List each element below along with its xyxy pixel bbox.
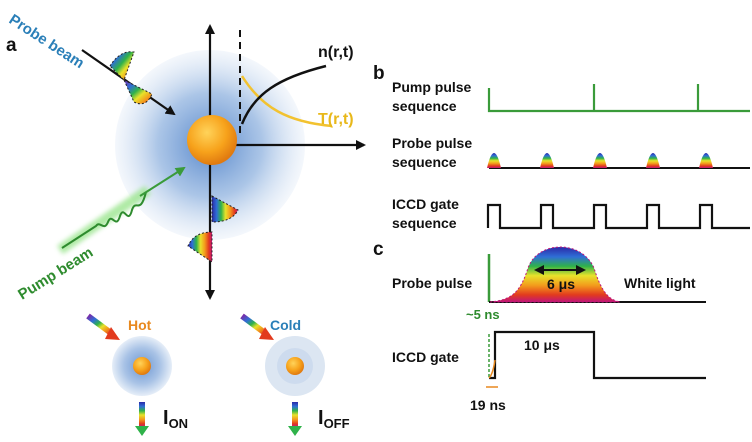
panel-label-c: c (373, 239, 384, 260)
cold-incident-arrow (240, 313, 267, 336)
iccd-seq-label-line1: ICCD gate (392, 196, 459, 212)
cold-incident-arrowhead (259, 327, 274, 340)
hot-incident-arrowhead (105, 327, 120, 340)
probe-packet-lower (122, 78, 153, 105)
probe-pulse-2 (540, 153, 554, 168)
probe-packet-upper (109, 51, 135, 81)
probe-beam-label: Probe beam (6, 11, 87, 72)
white-light-label: White light (624, 275, 696, 291)
probe-seq-label-line2: sequence (392, 154, 457, 170)
iccd-gate-pulse (489, 330, 706, 380)
pump-wave (61, 191, 147, 249)
probe-pulse-3 (593, 153, 607, 168)
delay-19ns-label: 19 ns (470, 397, 506, 413)
cold-label: Cold (270, 317, 301, 333)
probe-pulse-label: Probe pulse (392, 275, 472, 291)
hot-particle (133, 357, 151, 375)
transmitted-packet-left (187, 231, 213, 263)
density-label: n(r,t) (318, 44, 354, 61)
gate-rise-detail (488, 359, 496, 379)
probe-pulse-4 (646, 153, 660, 168)
cold-transmitted-arrowhead (288, 426, 302, 436)
density-curve (240, 64, 327, 125)
hot-transmitted-arrowhead (135, 426, 149, 436)
width-10us-label: 10 μs (524, 337, 560, 353)
panel-label-b: b (373, 63, 385, 84)
temperature-curve (240, 75, 333, 128)
i-off-label: IOFF (318, 407, 350, 431)
delay-5ns-label: ~5 ns (466, 307, 500, 322)
pump-beam-label: Pump beam (15, 244, 96, 303)
hot-label: Hot (128, 317, 152, 333)
white-light-pulse (489, 246, 621, 303)
probe-pulse-1 (487, 153, 501, 168)
cold-transmitted-arrow (292, 402, 298, 427)
i-on-label: ION (163, 407, 188, 431)
hot-incident-arrow (86, 313, 113, 336)
probe-pulse-5 (699, 153, 713, 168)
nanoparticle (187, 115, 237, 165)
pump-pulse-sequence (487, 84, 750, 113)
pump-beam-arrow (139, 166, 186, 197)
iccd-seq-label-line2: sequence (392, 215, 457, 231)
pump-seq-label-line1: Pump pulse (392, 79, 472, 95)
transmitted-packet-right (211, 195, 239, 223)
pump-seq-label-line2: sequence (392, 98, 457, 114)
hot-transmitted-arrow (139, 402, 145, 427)
width-6us-label: 6 μs (547, 276, 575, 292)
temperature-label: T(r,t) (318, 111, 354, 128)
iccd-gate-label: ICCD gate (392, 349, 459, 365)
cold-particle (286, 357, 304, 375)
panel-label-a: a (6, 35, 17, 56)
probe-seq-label-line1: Probe pulse (392, 135, 472, 151)
iccd-gate-sequence (486, 203, 750, 230)
